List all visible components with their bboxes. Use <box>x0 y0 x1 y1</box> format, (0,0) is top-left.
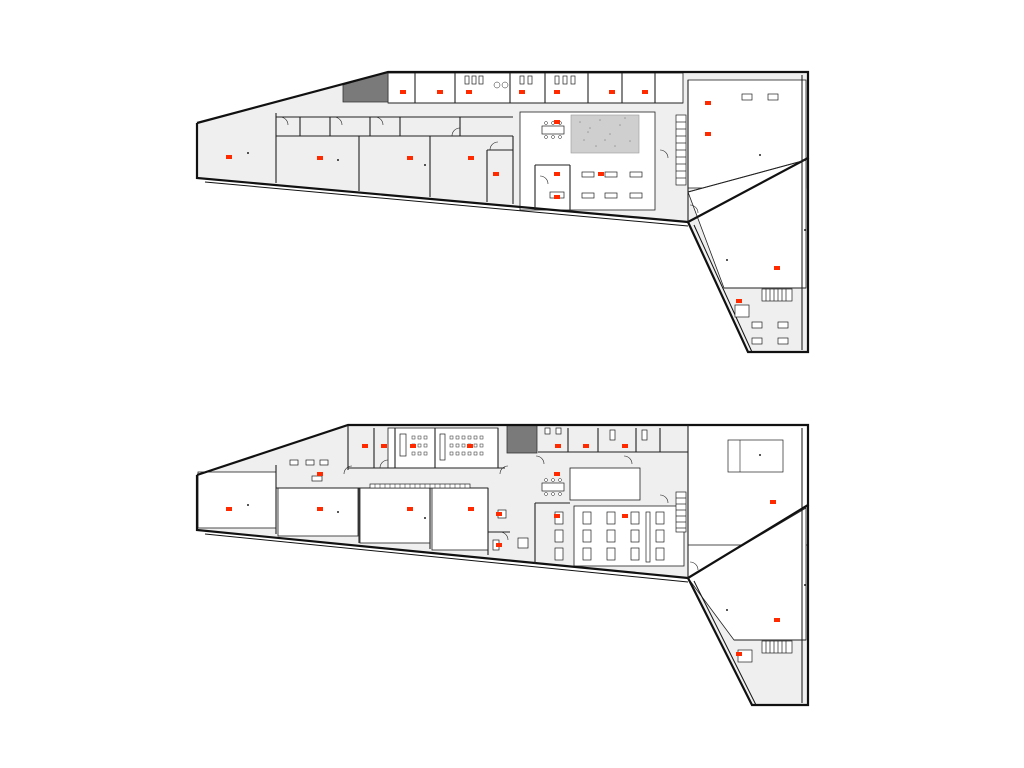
upper-stair <box>675 114 687 186</box>
atrium-texture <box>579 117 631 147</box>
lower-room-west <box>197 471 277 529</box>
upper-doors <box>279 116 699 214</box>
lower-conference-table <box>541 478 565 496</box>
lower-floor-plan <box>195 423 810 707</box>
lower-east-feature <box>727 439 784 473</box>
lower-glazing-mullions <box>374 484 466 488</box>
lower-central-room <box>569 467 641 501</box>
upper-south-wall <box>195 123 689 224</box>
lower-doors <box>343 455 699 571</box>
atrium-void <box>570 114 640 154</box>
lower-stair-core <box>506 424 538 454</box>
lower-desk-cluster-west <box>289 459 329 482</box>
lower-room-tags <box>226 444 780 656</box>
lower-facade-line-2 <box>693 580 757 706</box>
upper-southeast-stair <box>761 288 793 302</box>
lower-columns <box>247 454 806 611</box>
upper-columns <box>247 152 806 261</box>
lower-southeast-wall <box>687 505 810 707</box>
lower-room-3 <box>359 487 431 544</box>
lower-room-4 <box>431 487 489 551</box>
lower-facade-line <box>204 533 689 583</box>
upper-partitions <box>275 73 807 289</box>
lower-south-wall <box>195 475 689 580</box>
upper-facade-line <box>204 181 689 227</box>
upper-north-wall <box>196 70 810 223</box>
lower-open-office <box>573 505 685 567</box>
lower-room-2 <box>277 487 359 537</box>
lower-partitions <box>275 425 806 641</box>
lower-southeast-stair <box>761 640 793 654</box>
stair-core <box>342 71 389 103</box>
upper-room-tags <box>226 90 780 303</box>
upper-floor-plan <box>195 70 810 354</box>
lower-stair <box>675 491 687 533</box>
lower-workstations <box>554 511 665 563</box>
service-strip <box>387 72 684 104</box>
upper-wc-fixtures <box>464 75 576 89</box>
upper-southeast-wall <box>687 158 810 354</box>
lower-north-wall <box>196 423 810 579</box>
upper-facade-line-2 <box>693 224 753 353</box>
upper-conference-table <box>541 121 565 139</box>
